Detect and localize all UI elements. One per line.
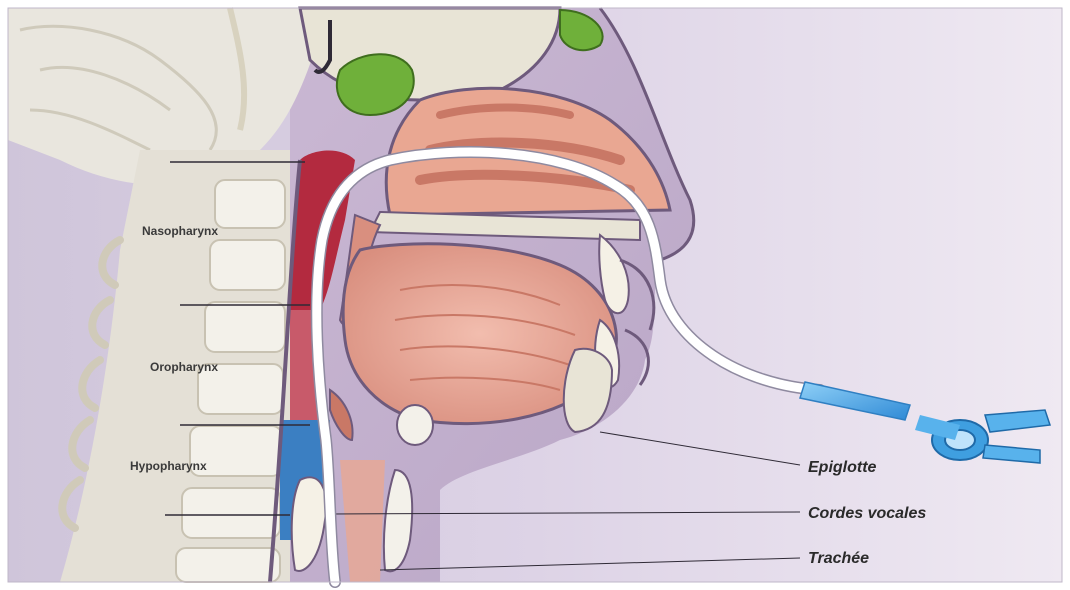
label-trachee: Trachée [808,550,869,567]
label-epiglotte: Epiglotte [808,459,877,476]
label-hypopharynx: Hypopharynx [130,459,207,473]
label-oropharynx: Oropharynx [150,360,218,374]
label-cordes-vocales: Cordes vocales [808,505,926,522]
label-nasopharynx: Nasopharynx [142,224,218,238]
